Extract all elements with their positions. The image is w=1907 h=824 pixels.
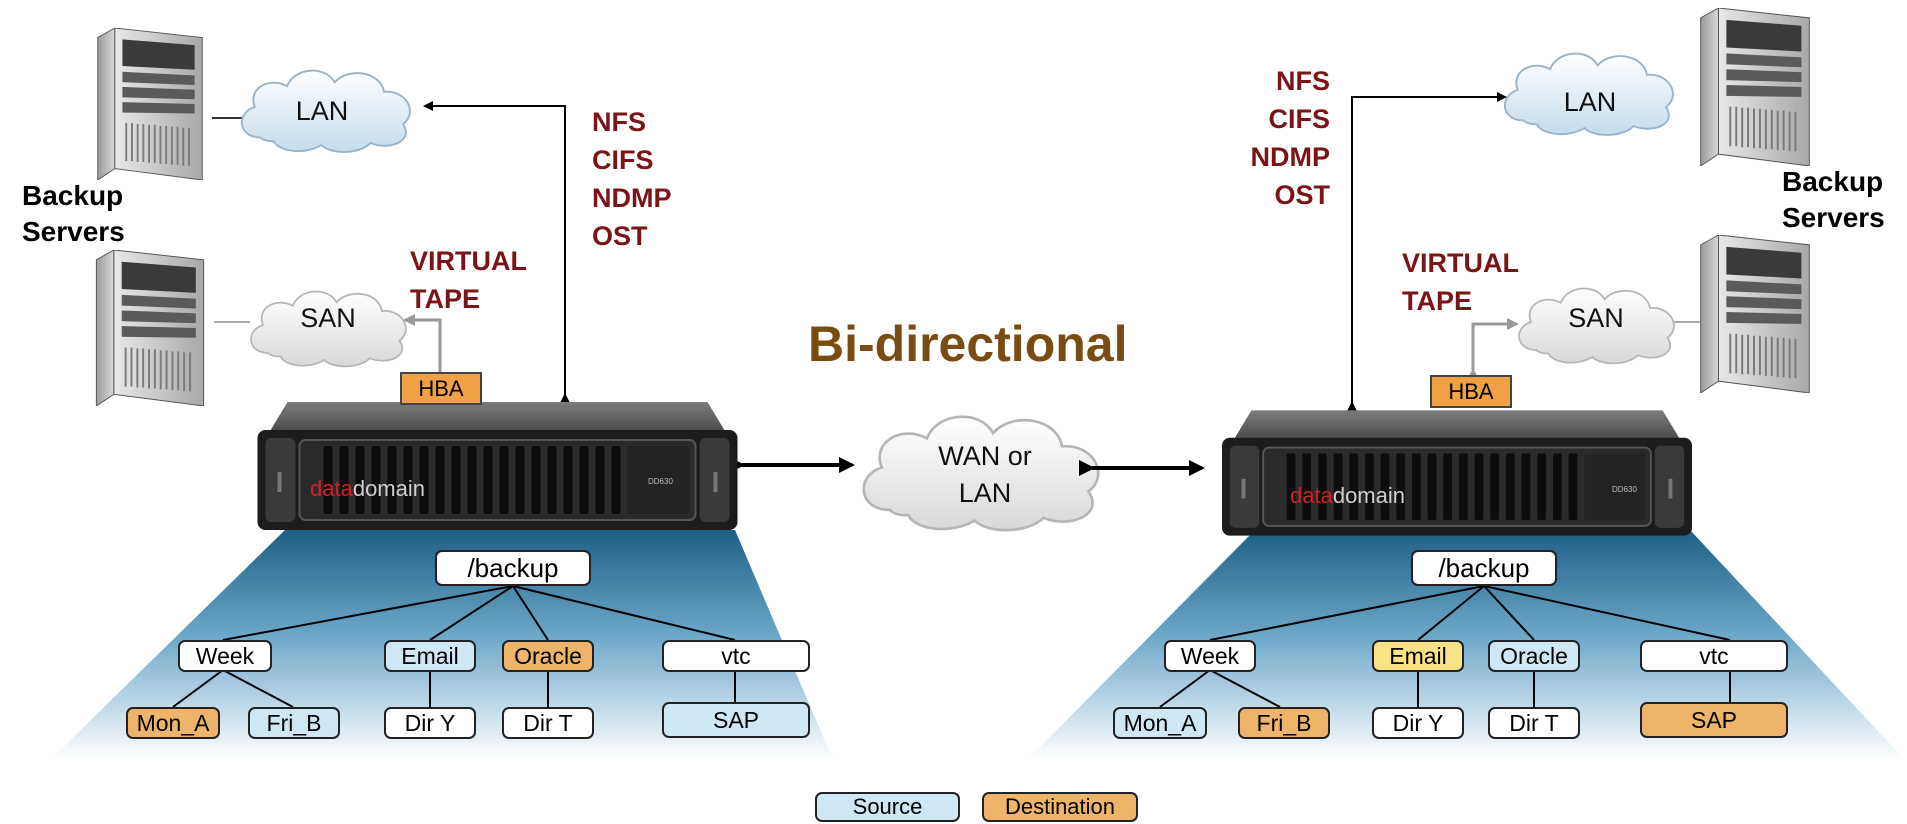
right-backup-server-1-icon: [1700, 8, 1810, 166]
right-backup-root: /backup: [1411, 550, 1557, 586]
left-appliance-brand: datadomain: [310, 476, 425, 501]
right-folder-week: Week: [1164, 640, 1256, 672]
right-hba-box: HBA: [1430, 375, 1512, 408]
right-folder-dir-y: Dir Y: [1372, 707, 1464, 739]
right-data-domain-appliance: [1222, 410, 1692, 537]
left-san-arrow: [403, 314, 446, 380]
left-folder-mon-a: Mon_A: [126, 707, 220, 739]
left-data-domain-appliance: [256, 402, 739, 532]
left-lan-label: LAN: [295, 96, 349, 126]
right-backup-server-2-icon: [1700, 235, 1810, 393]
right-folder-email: Email: [1372, 640, 1464, 672]
left-backup-server-2-icon: [95, 250, 205, 406]
right-appliance-brand: datadomain: [1290, 483, 1405, 508]
left-folder-vtc: vtc: [662, 640, 810, 672]
left-folder-sap: SAP: [662, 702, 810, 738]
left-folder-dir-t: Dir T: [502, 707, 594, 739]
left-hba-box: HBA: [400, 372, 482, 405]
right-folder-mon-a: Mon_A: [1113, 707, 1207, 739]
right-san-arrow: [1467, 318, 1519, 380]
left-folder-dir-y: Dir Y: [384, 707, 476, 739]
left-folder-email: Email: [384, 640, 476, 672]
diagram-title: Bi-directional: [808, 316, 1128, 372]
left-folder-fri-b: Fri_B: [248, 707, 340, 739]
legend-source: Source: [815, 792, 960, 822]
right-folder-fri-b: Fri_B: [1238, 707, 1330, 739]
right-san-label: SAN: [1568, 303, 1624, 333]
left-folder-week: Week: [178, 640, 272, 672]
left-backup-root: /backup: [435, 550, 591, 586]
right-nas-arrow: [1347, 92, 1507, 411]
right-folder-oracle: Oracle: [1488, 640, 1580, 672]
right-folder-sap: SAP: [1640, 702, 1788, 738]
right-folder-dir-t: Dir T: [1488, 707, 1580, 739]
left-backup-server-1-icon: [96, 28, 204, 180]
left-nas-arrow: [423, 101, 570, 403]
left-san-label: SAN: [300, 303, 356, 333]
legend-destination: Destination: [982, 792, 1138, 822]
left-folder-oracle: Oracle: [502, 640, 594, 672]
right-folder-vtc: vtc: [1640, 640, 1788, 672]
right-tree-lines: [1159, 585, 1731, 708]
left-appliance-model: DD630: [648, 477, 673, 486]
right-lan-label: LAN: [1563, 87, 1617, 117]
right-appliance-model: DD630: [1612, 485, 1637, 494]
left-tree-lines: [172, 585, 736, 708]
